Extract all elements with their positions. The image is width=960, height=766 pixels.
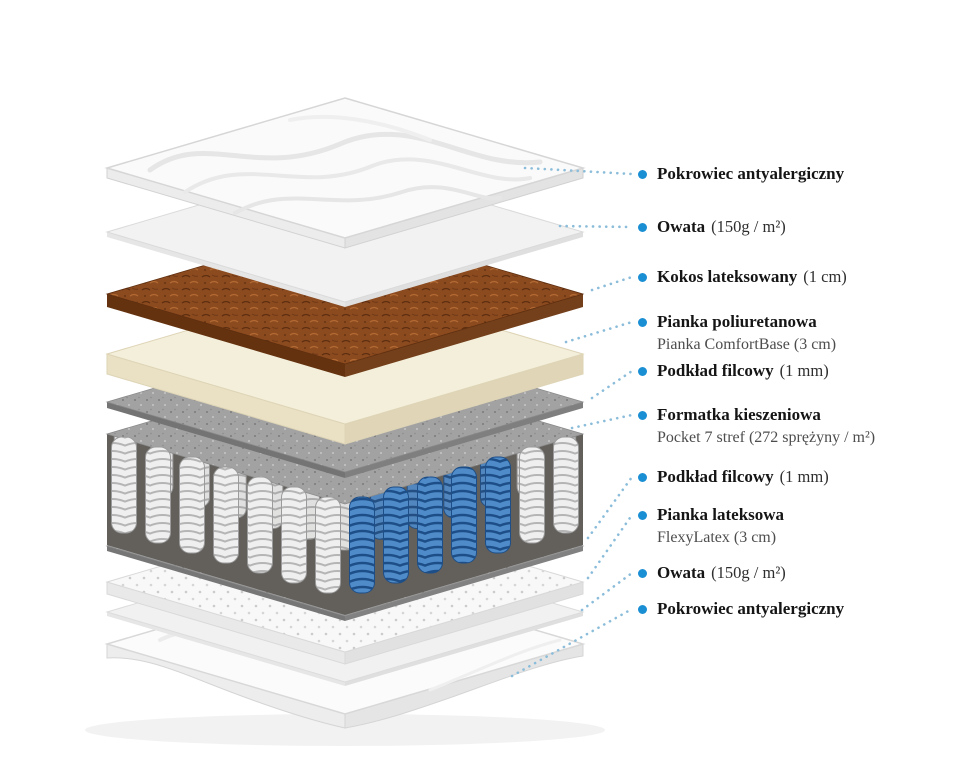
- label-text: Pianka lateksowa FlexyLatex (3 cm): [657, 504, 784, 548]
- label-sub: (1 mm): [779, 361, 829, 380]
- spring-coil-white: [111, 436, 137, 534]
- label-formatka-kieszeniowa: Formatka kieszeniowa Pocket 7 stref (272…: [638, 404, 875, 448]
- label-bullet-icon: [638, 367, 647, 376]
- spring-row-front: [111, 436, 579, 594]
- label-bullet-icon: [638, 605, 647, 614]
- label-owata-bottom: Owata (150g / m²): [638, 562, 786, 585]
- owata-bottom-skirt-left: [107, 612, 345, 686]
- quilt-wave-line: [288, 114, 432, 142]
- spring-coil-white: [213, 466, 239, 564]
- label-main: Pianka lateksowa: [657, 505, 785, 524]
- label-bullet-icon: [638, 473, 647, 482]
- ground-shadow: [85, 714, 605, 746]
- label-sub: (1 mm): [779, 467, 829, 486]
- label-bullet-icon: [638, 318, 647, 327]
- label-main: Formatka kieszeniowa: [657, 405, 821, 424]
- label-main: Podkład filcowy: [657, 361, 774, 380]
- leader-line: [590, 369, 634, 400]
- leader-line: [570, 413, 634, 430]
- label-line2: Pocket 7 stref (272 sprężyny / m²): [657, 429, 876, 446]
- label-pianka-poliuretanowa: Pianka poliuretanowa Pianka ComfortBase …: [638, 311, 836, 355]
- spring-coil-white: [281, 486, 307, 584]
- label-text: Pianka poliuretanowa Pianka ComfortBase …: [657, 311, 836, 355]
- label-bullet-icon: [638, 170, 647, 179]
- label-pokrowiec-bottom: Pokrowiec antyalergiczny: [638, 598, 844, 621]
- felt-top-skirt-left: [107, 402, 345, 478]
- felt-top-skirt-right: [345, 402, 583, 478]
- label-main: Owata: [657, 217, 706, 236]
- leader-line: [586, 475, 634, 540]
- label-bullet-icon: [638, 223, 647, 232]
- cover-top-face: [104, 97, 586, 239]
- leader-line: [558, 224, 634, 229]
- leader-line: [523, 166, 634, 176]
- spring-coil-white: [519, 446, 545, 544]
- felt-bottom-skirt-left: [107, 546, 345, 621]
- quilt-wave-line: [147, 131, 543, 173]
- owata-top-skirt-right: [345, 232, 583, 307]
- spring-coil-white: [315, 496, 341, 594]
- label-main: Owata: [657, 563, 706, 582]
- label-sub: (150g / m²): [711, 563, 786, 582]
- spring-coil-blue: [349, 496, 375, 594]
- label-text: Pokrowiec antyalergiczny: [657, 598, 844, 621]
- label-bullet-icon: [638, 511, 647, 520]
- label-sub: (150g / m²): [711, 217, 786, 236]
- leader-line: [586, 513, 634, 580]
- leader-line: [590, 275, 634, 292]
- quilt-wave-line: [183, 157, 532, 194]
- spring-coil-blue: [485, 456, 511, 554]
- cover-bottom-fold-line: [428, 638, 562, 692]
- label-main: Podkład filcowy: [657, 467, 774, 486]
- spring-coil-white: [179, 456, 205, 554]
- label-text: Owata (150g / m²): [657, 216, 786, 239]
- label-bullet-icon: [638, 569, 647, 578]
- label-owata-top: Owata (150g / m²): [638, 216, 786, 239]
- label-line2: FlexyLatex (3 cm): [657, 529, 777, 546]
- label-kokos: Kokos lateksowany (1 cm): [638, 266, 847, 289]
- owata-top-skirt-left: [107, 232, 345, 307]
- spring-coil-blue: [417, 476, 443, 574]
- quilt-wave-line: [233, 185, 502, 215]
- label-main: Pianka poliuretanowa: [657, 312, 817, 331]
- label-text: Formatka kieszeniowa Pocket 7 stref (272…: [657, 404, 875, 448]
- label-pianka-lateksowa: Pianka lateksowa FlexyLatex (3 cm): [638, 504, 784, 548]
- label-text: Owata (150g / m²): [657, 562, 786, 585]
- label-sub: (1 cm): [803, 267, 847, 286]
- cover-bottom-skirt-left: [106, 643, 346, 729]
- label-text: Podkład filcowy (1 mm): [657, 466, 829, 489]
- label-main: Pokrowiec antyalergiczny: [657, 599, 845, 618]
- felt-bottom-skirt-right: [345, 546, 583, 621]
- label-bullet-icon: [638, 411, 647, 420]
- spring-coil-white: [553, 436, 579, 534]
- kokos-skirt-left: [107, 294, 345, 377]
- owata-bottom-skirt-right: [345, 612, 583, 686]
- label-text: Kokos lateksowany (1 cm): [657, 266, 847, 289]
- layer-cover-top: [104, 97, 586, 249]
- spring-coil-white: [247, 476, 273, 574]
- label-text: Pokrowiec antyalergiczny: [657, 163, 844, 186]
- label-podklad-filcowy-bottom: Podkład filcowy (1 mm): [638, 466, 829, 489]
- spring-coil-white: [145, 446, 171, 544]
- spring-coil-blue: [451, 466, 477, 564]
- label-bullet-icon: [638, 273, 647, 282]
- label-podklad-filcowy-top: Podkład filcowy (1 mm): [638, 360, 829, 383]
- label-pokrowiec-top: Pokrowiec antyalergiczny: [638, 163, 844, 186]
- spring-coil-blue: [383, 486, 409, 584]
- label-line2: Pianka ComfortBase (3 cm): [657, 336, 837, 353]
- label-main: Kokos lateksowany: [657, 267, 798, 286]
- leader-lines: [510, 166, 634, 678]
- label-text: Podkład filcowy (1 mm): [657, 360, 829, 383]
- leader-line: [580, 571, 634, 612]
- leader-line: [564, 320, 634, 344]
- cover-bottom-skirt-right: [344, 643, 584, 729]
- kokos-skirt-right: [345, 294, 583, 377]
- label-main: Pokrowiec antyalergiczny: [657, 164, 845, 183]
